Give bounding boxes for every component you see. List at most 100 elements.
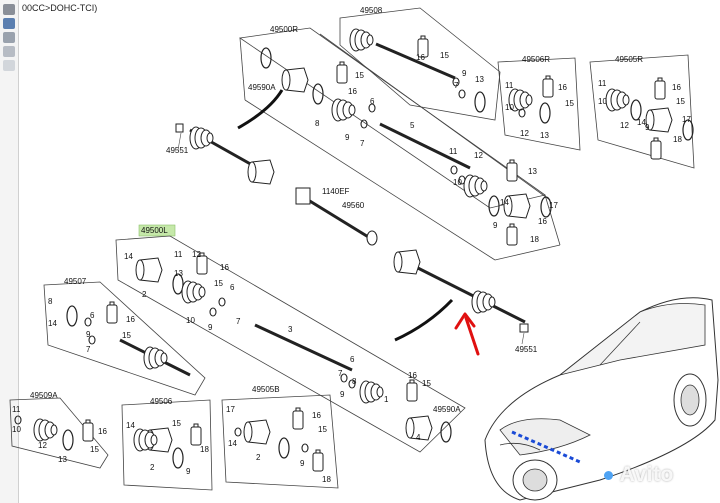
callout-9c: 9 (462, 69, 467, 78)
assembled-shaft-top: 49551 (166, 89, 284, 185)
callout-12d: 12 (192, 250, 201, 259)
callout-15i: 15 (172, 419, 181, 428)
callout-15b: 15 (440, 51, 449, 60)
callout-13b: 13 (475, 75, 484, 84)
callout-7c: 7 (236, 317, 241, 326)
label-1140EF: 1140EF (322, 187, 350, 196)
callout-6c: 6 (350, 355, 355, 364)
label-49500R: 49500R (270, 25, 298, 34)
group-49506: 49506 14 2 9 18 15 (121, 397, 213, 491)
group-49505R: 49505R 11 10 12 16 15 14 9 18 17 (589, 54, 695, 169)
label-49590A-bot: 49590A (433, 405, 461, 414)
callout-16e: 16 (672, 83, 681, 92)
callout-11: 11 (449, 147, 458, 156)
callout-15g: 15 (122, 331, 131, 340)
callout-10d: 10 (186, 316, 195, 325)
callout-12: 12 (474, 151, 483, 160)
callout-9d: 9 (645, 123, 650, 132)
callout-5: 5 (410, 121, 415, 130)
callout-6d: 6 (90, 311, 95, 320)
label-49507: 49507 (64, 277, 87, 286)
callout-7: 7 (360, 139, 365, 148)
label-49551-top: 49551 (166, 146, 189, 155)
label-49505B: 49505B (252, 385, 280, 394)
save-icon[interactable] (3, 18, 15, 29)
copy-icon[interactable] (3, 32, 15, 43)
callout-14f: 14 (228, 439, 237, 448)
highlight-49500L (138, 224, 176, 237)
callout-15h: 15 (90, 445, 99, 454)
intermediate-shaft: 1140EF 49560 (295, 187, 378, 246)
label-49509A: 49509A (30, 391, 58, 400)
callout-16b: 16 (538, 217, 547, 226)
callout-11d: 11 (174, 250, 183, 259)
group-49508: 49508 16 15 9 7 13 (339, 6, 501, 121)
callout-16j: 16 (312, 411, 321, 420)
callout-17c: 17 (226, 405, 235, 414)
print-icon[interactable] (3, 4, 15, 15)
callout-17b: 17 (682, 115, 691, 124)
callout-13c: 13 (540, 131, 549, 140)
callout-4: 4 (416, 433, 421, 442)
callout-18b: 18 (673, 135, 682, 144)
callout-15: 15 (355, 71, 364, 80)
callout-16i: 16 (98, 427, 107, 436)
callout-7e: 7 (86, 345, 91, 354)
callout-10b: 10 (505, 103, 514, 112)
group-49500L: 49500L 14 2 11 13 12 16 15 6 10 9 7 3 6 … (115, 224, 466, 453)
callout-15d: 15 (676, 97, 685, 106)
callout-9g: 9 (86, 330, 91, 339)
callout-16: 16 (348, 87, 357, 96)
zoom-icon[interactable] (3, 46, 15, 57)
label-49506: 49506 (150, 397, 173, 406)
callout-9: 9 (345, 133, 350, 142)
callout-3: 3 (288, 325, 293, 334)
assembled-shaft-mid: 49551 (393, 249, 538, 354)
callout-11c: 11 (598, 79, 607, 88)
callout-6b: 6 (230, 283, 235, 292)
callout-10e: 10 (12, 425, 21, 434)
group-49509A: 49509A 10 11 13 16 15 12 (9, 391, 109, 469)
callout-8c: 8 (48, 297, 53, 306)
export-icon[interactable] (3, 60, 15, 71)
callout-15e: 15 (214, 279, 223, 288)
page-title: 00CC>DOHC-TCI) (22, 3, 98, 13)
callout-8: 8 (315, 119, 320, 128)
callout-11e: 11 (12, 405, 21, 414)
group-49500R: 49500R 49590A 8 15 16 6 9 7 5 11 12 13 1… (238, 25, 561, 261)
callout-9e: 9 (208, 323, 213, 332)
callout-16c: 16 (416, 53, 425, 62)
watermark-text: Avito (619, 463, 674, 486)
callout-2c: 2 (256, 453, 261, 462)
label-49590A-top: 49590A (248, 83, 276, 92)
group-49505B: 49505B 17 14 2 16 15 9 18 (221, 385, 339, 489)
callout-6: 6 (370, 97, 375, 106)
callout-8b: 8 (352, 377, 357, 386)
label-49560: 49560 (342, 201, 365, 210)
callout-14e: 14 (126, 421, 135, 430)
callout-14c: 14 (124, 252, 133, 261)
callout-15f: 15 (422, 379, 431, 388)
group-49506R: 49506R 11 10 12 16 15 13 (497, 55, 581, 151)
callout-12e: 12 (38, 441, 47, 450)
callout-15j: 15 (318, 425, 327, 434)
callout-9f: 9 (340, 390, 345, 399)
callout-18: 18 (530, 235, 539, 244)
callout-15c: 15 (565, 99, 574, 108)
label-49508: 49508 (360, 6, 383, 15)
callout-7b: 7 (454, 81, 459, 90)
callout-13: 13 (528, 167, 537, 176)
callout-12b: 12 (520, 129, 529, 138)
callout-12c: 12 (620, 121, 629, 130)
label-49506R: 49506R (522, 55, 550, 64)
avito-watermark: Avito (604, 463, 674, 487)
group-49507: 49507 8 14 16 15 6 9 7 (43, 277, 206, 396)
callout-9b: 9 (493, 221, 498, 230)
callout-9i: 9 (300, 459, 305, 468)
callout-1: 1 (384, 395, 389, 404)
toolbar (0, 0, 19, 503)
callout-13e: 13 (58, 455, 67, 464)
callout-17: 17 (549, 201, 558, 210)
label-49500L: 49500L (141, 226, 168, 235)
